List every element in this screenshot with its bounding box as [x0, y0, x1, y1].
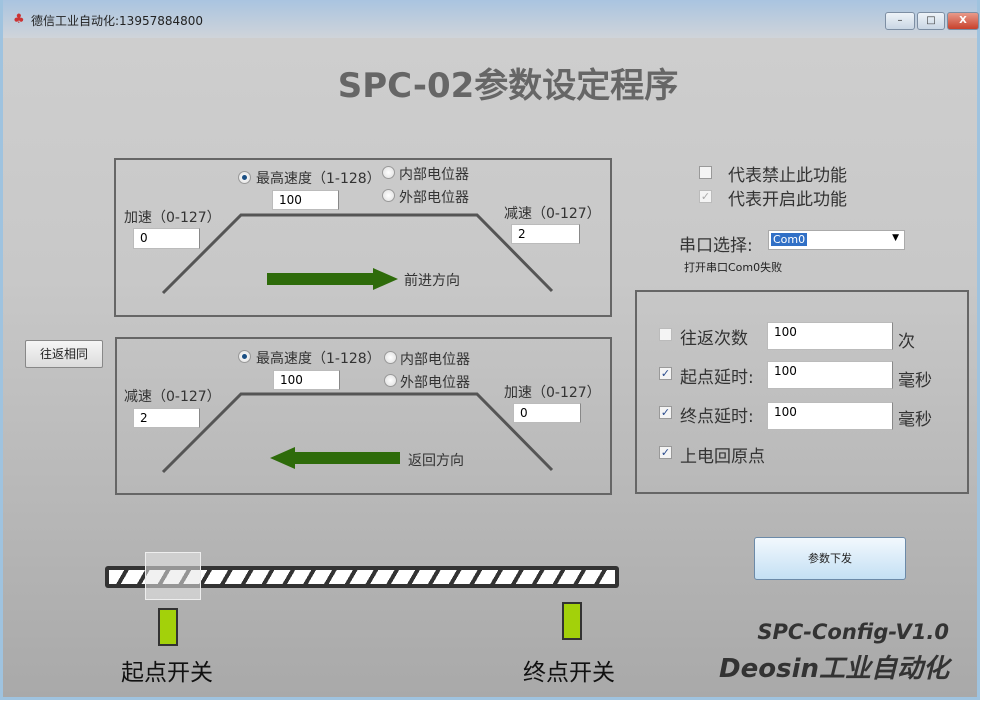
title-bar: ♣ 德信工业自动化:13957884800 – □ X [3, 0, 979, 38]
slider-carriage[interactable] [145, 552, 201, 600]
send-params-button[interactable]: 参数下发 [754, 537, 906, 580]
reverse-direction-label: 返回方向 [408, 453, 464, 469]
forward-profile-line [161, 213, 554, 295]
reverse-internal-pot-radio[interactable] [384, 351, 397, 364]
forward-decel-label: 减速（0-127） [504, 206, 601, 222]
reverse-internal-pot-label: 内部电位器 [400, 352, 470, 368]
round-trips-checkbox[interactable] [659, 328, 672, 341]
forward-accel-input[interactable]: 0 [133, 228, 200, 249]
forward-external-pot-radio[interactable] [382, 189, 395, 202]
end-delay-unit: 毫秒 [898, 410, 932, 430]
reverse-accel-input[interactable]: 0 [513, 403, 581, 423]
forward-internal-pot-radio[interactable] [382, 166, 395, 179]
reverse-max-speed-radio[interactable] [238, 350, 251, 363]
version-label: SPC-Config-V1.0 [757, 620, 949, 644]
reverse-profile-line [161, 392, 554, 474]
forward-direction-label: 前进方向 [404, 273, 460, 289]
serial-port-value: Com0 [771, 233, 808, 246]
page-title: SPC-02参数设定程序 [337, 66, 679, 106]
minimize-button[interactable]: – [885, 12, 915, 30]
reverse-accel-label: 加速（0-127） [504, 385, 601, 401]
screw-thread [109, 570, 615, 584]
forward-arrow-icon [267, 268, 398, 290]
reverse-max-speed-input[interactable]: 100 [273, 370, 340, 390]
back-arrow-icon [270, 447, 400, 469]
app-icon: ♣ [13, 12, 25, 27]
legend-checked-checkbox: ✓ [699, 190, 712, 203]
end-switch-label: 终点开关 [523, 660, 615, 686]
reverse-external-pot-radio[interactable] [384, 374, 397, 387]
options-panel [635, 290, 969, 494]
reverse-decel-input[interactable]: 2 [133, 408, 200, 428]
start-delay-unit: 毫秒 [898, 371, 932, 391]
serial-status: 打开串口Com0失败 [684, 261, 783, 274]
chevron-down-icon: ▼ [892, 233, 899, 243]
round-trips-input[interactable]: 100 [767, 322, 893, 350]
start-delay-input[interactable]: 100 [767, 361, 893, 389]
legend-enabled-label: 代表开启此功能 [728, 190, 847, 210]
start-switch-label: 起点开关 [121, 660, 213, 686]
start-delay-label: 起点延时: [680, 368, 754, 388]
lead-screw-rail [105, 566, 619, 588]
forward-external-pot-label: 外部电位器 [399, 190, 469, 206]
same-both-ways-button[interactable]: 往返相同 [25, 340, 103, 368]
start-delay-checkbox[interactable]: ✓ [659, 367, 672, 380]
home-on-power-label: 上电回原点 [680, 447, 765, 467]
legend-disabled-label: 代表禁止此功能 [728, 166, 847, 186]
round-trips-label: 往返次数 [680, 329, 748, 349]
forward-internal-pot-label: 内部电位器 [399, 167, 469, 183]
end-delay-checkbox[interactable]: ✓ [659, 406, 672, 419]
forward-max-speed-radio[interactable] [238, 171, 251, 184]
forward-accel-label: 加速（0-127） [124, 210, 221, 226]
reverse-panel [115, 337, 612, 495]
close-button[interactable]: X [947, 12, 979, 30]
home-on-power-checkbox[interactable]: ✓ [659, 446, 672, 459]
legend-unchecked-checkbox [699, 166, 712, 179]
serial-port-label: 串口选择: [679, 236, 753, 256]
end-delay-input[interactable]: 100 [767, 402, 893, 430]
end-delay-label: 终点延时: [680, 407, 754, 427]
maximize-button[interactable]: □ [917, 12, 945, 30]
reverse-external-pot-label: 外部电位器 [400, 375, 470, 391]
round-trips-unit: 次 [898, 332, 915, 352]
forward-panel [114, 158, 612, 317]
company-label: Deosin工业自动化 [719, 654, 949, 684]
forward-max-speed-input[interactable]: 100 [272, 190, 339, 210]
forward-max-speed-label: 最高速度（1-128） [256, 171, 381, 187]
end-switch-indicator [562, 602, 582, 640]
forward-decel-input[interactable]: 2 [511, 224, 580, 244]
reverse-max-speed-label: 最高速度（1-128） [256, 351, 381, 367]
speed-profile-lines [161, 213, 554, 474]
serial-port-select[interactable]: Com0 ▼ [768, 230, 905, 250]
start-switch-indicator [158, 608, 178, 646]
reverse-decel-label: 减速（0-127） [124, 389, 221, 405]
window-title: 德信工业自动化:13957884800 [31, 14, 204, 28]
